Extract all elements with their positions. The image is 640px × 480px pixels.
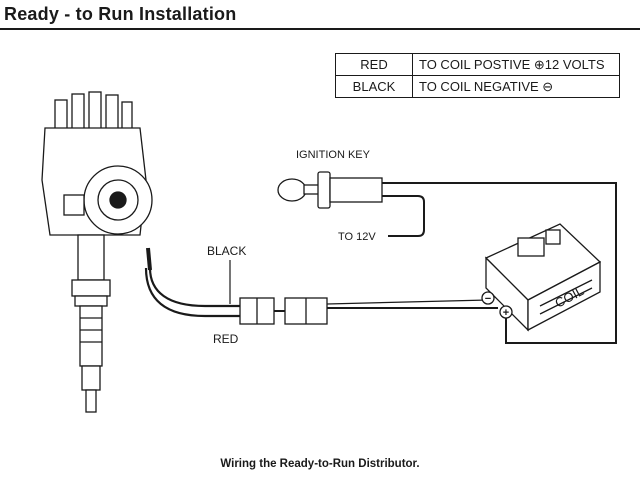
legend-desc-black: TO COIL NEGATIVE ⊖ [412, 75, 620, 98]
wire-connector [239, 297, 328, 325]
to-12v-label: TO 12V [338, 231, 376, 243]
key-to-12v-wire [382, 195, 425, 237]
coil-positive-terminal [499, 305, 513, 319]
page-title: Ready - to Run Installation [4, 4, 237, 24]
wire-to-coil-negative [326, 299, 489, 305]
ignition-key-label: IGNITION KEY [296, 149, 371, 161]
ignition-key-drawing [277, 171, 383, 209]
wire-color-legend: RED TO COIL POSTIVE ⊕12 VOLTS BLACK TO C… [335, 53, 620, 98]
figure-caption: Wiring the Ready-to-Run Distributor. [220, 458, 420, 470]
distributor-pigtail [146, 247, 152, 271]
legend-row-red: RED TO COIL POSTIVE ⊕12 VOLTS [335, 53, 620, 76]
key-to-coil-wire [382, 182, 617, 344]
black-wire-label: BLACK [207, 244, 246, 258]
coil-positive-label: + [503, 307, 509, 319]
wire-black-path [148, 267, 240, 308]
title-underline [0, 28, 640, 30]
red-wire-label: RED [213, 332, 239, 346]
legend-wire-black: BLACK [335, 75, 413, 98]
wire-red-path [144, 267, 240, 318]
ignition-coil-drawing [484, 223, 602, 332]
legend-wire-red: RED [335, 53, 413, 76]
legend-desc-red: TO COIL POSTIVE ⊕12 VOLTS [412, 53, 620, 76]
legend-row-black: BLACK TO COIL NEGATIVE ⊖ [335, 75, 620, 98]
coil-negative-label: − [485, 293, 491, 305]
distributor-drawing [41, 91, 153, 413]
coil-negative-terminal [481, 291, 495, 305]
